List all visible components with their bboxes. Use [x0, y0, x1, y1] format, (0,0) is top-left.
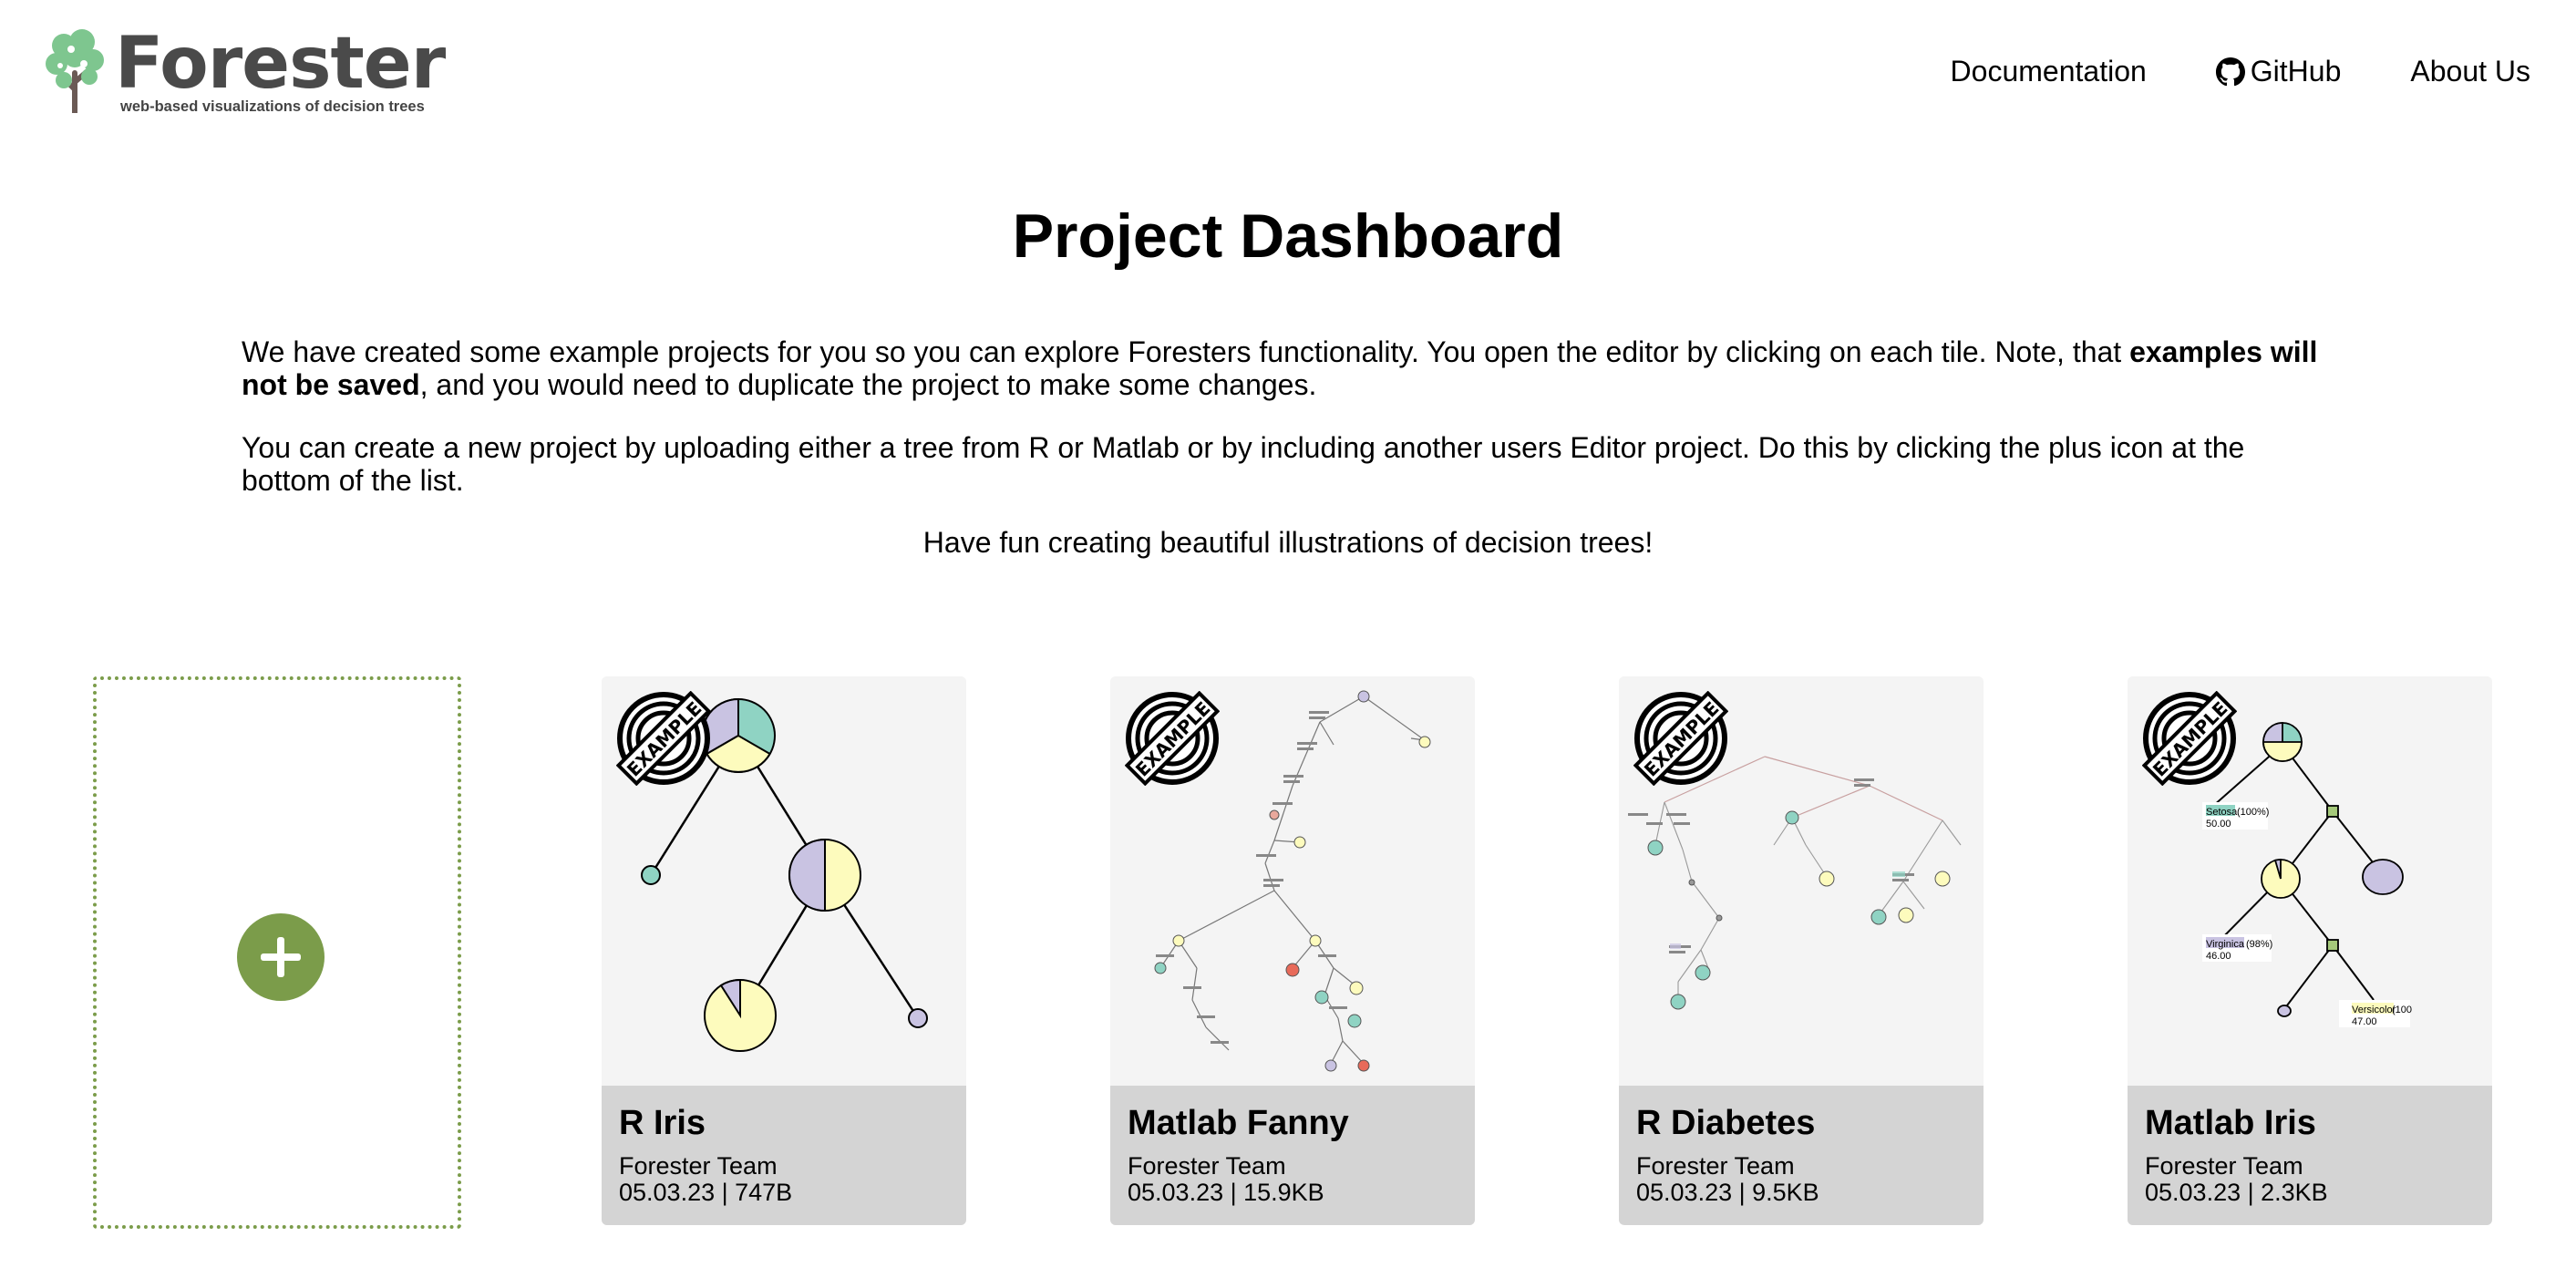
example-badge-icon: EXAMPLE: [2142, 691, 2237, 786]
intro-paragraph-1: We have created some example projects fo…: [242, 335, 2338, 401]
github-icon: [2215, 57, 2245, 86]
project-owner: Forester Team: [1636, 1152, 1795, 1180]
example-badge-icon: EXAMPLE: [1125, 691, 1220, 786]
app-name: Forester: [115, 23, 446, 105]
card-footer: R Diabetes Forester Team 05.03.23 | 9.5K…: [1619, 1086, 1984, 1225]
label-setosa: Setosa: [2206, 807, 2238, 818]
intro-bold-warning: examples will not be saved: [242, 335, 2318, 401]
intro-paragraph-2: You can create a new project by uploadin…: [242, 431, 2245, 497]
forester-logo[interactable]: Forester web-based visualizations of dec…: [44, 23, 446, 116]
card-footer: Matlab Fanny Forester Team 05.03.23 | 15…: [1110, 1086, 1475, 1225]
new-project-tile[interactable]: [93, 676, 461, 1229]
card-footer: Matlab Iris Forester Team 05.03.23 | 2.3…: [2128, 1086, 2492, 1225]
project-card-r-iris[interactable]: EXAMPLE R Iris Forester Team 05.03.23 | …: [602, 676, 966, 1225]
label-versicolor-pct: (100: [2392, 1005, 2412, 1015]
nav-documentation-link[interactable]: Documentation: [1950, 55, 2147, 88]
project-meta: 05.03.23 | 2.3KB: [2145, 1179, 2328, 1206]
project-title: Matlab Fanny: [1128, 1104, 1349, 1142]
project-meta: 05.03.23 | 15.9KB: [1128, 1179, 1324, 1206]
nav-github-link[interactable]: GitHub: [2215, 55, 2342, 88]
label-setosa-n: 50.00: [2206, 819, 2231, 830]
label-setosa-pct: (100%): [2237, 807, 2269, 818]
project-title: R Iris: [619, 1104, 706, 1142]
project-card-matlab-iris[interactable]: Setosa (100%) 50.00 Virginica (98%) 46.0…: [2128, 676, 2492, 1225]
nav-about-link[interactable]: About Us: [2410, 55, 2530, 88]
example-badge-icon: EXAMPLE: [616, 691, 711, 786]
project-card-r-diabetes[interactable]: EXAMPLE R Diabetes Forester Team 05.03.2…: [1619, 676, 1984, 1225]
project-owner: Forester Team: [1128, 1152, 1286, 1180]
project-owner: Forester Team: [619, 1152, 778, 1180]
project-meta: 05.03.23 | 747B: [619, 1179, 793, 1206]
example-badge-icon: EXAMPLE: [1633, 691, 1728, 786]
card-footer: R Iris Forester Team 05.03.23 | 747B: [602, 1086, 966, 1225]
label-virginica-n: 46.00: [2206, 951, 2231, 962]
plus-icon: [261, 937, 301, 977]
nav-github-label: GitHub: [2250, 55, 2342, 88]
project-card-matlab-fanny[interactable]: EXAMPLE Matlab Fanny Forester Team 05.03…: [1110, 676, 1475, 1225]
tree-logo-icon: [46, 29, 104, 113]
label-versicolor-n: 47.00: [2352, 1016, 2377, 1027]
project-meta: 05.03.23 | 9.5KB: [1636, 1179, 1819, 1206]
project-title: Matlab Iris: [2145, 1104, 2316, 1142]
label-virginica: Virginica: [2206, 939, 2245, 950]
intro-paragraph-3: Have fun creating beautiful illustration…: [922, 526, 1654, 559]
app-tagline: web-based visualizations of decision tre…: [120, 98, 425, 115]
intro-text-b: , and you would need to duplicate the pr…: [419, 368, 1317, 401]
top-nav: Documentation GitHub About Us: [1951, 55, 2530, 88]
project-owner: Forester Team: [2145, 1152, 2303, 1180]
label-versicolor: Versicolor: [2352, 1005, 2396, 1015]
label-virginica-pct: (98%): [2246, 939, 2272, 950]
project-title: R Diabetes: [1636, 1104, 1816, 1142]
intro-text-a: We have created some example projects fo…: [242, 335, 2130, 368]
add-project-button[interactable]: [237, 913, 325, 1001]
page-title: Project Dashboard: [1012, 201, 1564, 271]
